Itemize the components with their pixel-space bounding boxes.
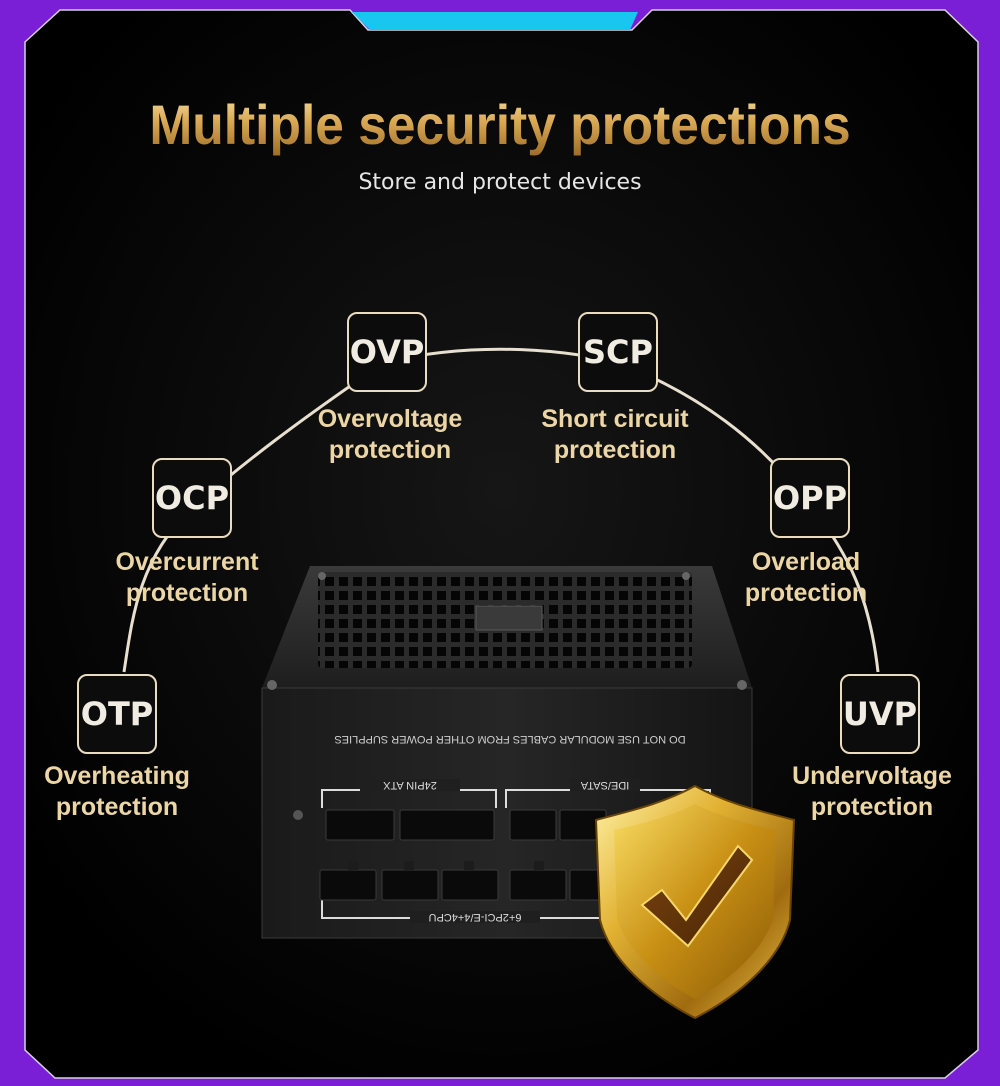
label-scp-line2: protection <box>553 436 677 464</box>
badge-ocp: OCP <box>152 458 232 538</box>
psu-port-label-cpu: 6+2PCI-E/4+4CPU <box>410 911 540 923</box>
page-title: Multiple security protections <box>40 92 960 157</box>
badge-otp: OTP <box>77 674 157 754</box>
label-ovp-line1: Overvoltage <box>317 405 463 433</box>
label-otp-line1: Overheating <box>44 762 190 790</box>
label-opp-line1: Overload <box>751 548 861 576</box>
label-ocp: Overcurrent protection <box>57 547 317 609</box>
label-scp: Short circuit protection <box>485 404 745 466</box>
label-opp-line2: protection <box>744 579 868 607</box>
label-uvp-line1: Undervoltage <box>792 762 952 790</box>
label-uvp-line2: protection <box>810 793 934 821</box>
badge-scp: SCP <box>578 312 658 392</box>
label-otp: Overheating protection <box>0 761 247 823</box>
badge-ovp: OVP <box>347 312 427 392</box>
badge-uvp: UVP <box>840 674 920 754</box>
label-scp-line1: Short circuit <box>541 405 689 433</box>
label-ovp-line2: protection <box>328 436 452 464</box>
label-otp-line2: protection <box>55 793 179 821</box>
page-subtitle: Store and protect devices <box>358 170 642 195</box>
label-ocp-line2: protection <box>125 579 249 607</box>
frame-accent <box>352 12 638 30</box>
shield-check-icon <box>594 784 796 1020</box>
label-uvp: Undervoltage protection <box>742 761 1000 823</box>
badge-opp: OPP <box>770 458 850 538</box>
psu-port-label-sata: IDE/SATA <box>570 779 640 791</box>
label-ovp: Overvoltage protection <box>260 404 520 466</box>
label-ocp-line1: Overcurrent <box>115 548 259 576</box>
psu-port-label-atx: 24PIN ATX <box>360 779 460 791</box>
label-opp: Overload protection <box>676 547 936 609</box>
psu-warning-text: DO NOT USE MODULAR CABLES FROM OTHER POW… <box>334 733 686 745</box>
